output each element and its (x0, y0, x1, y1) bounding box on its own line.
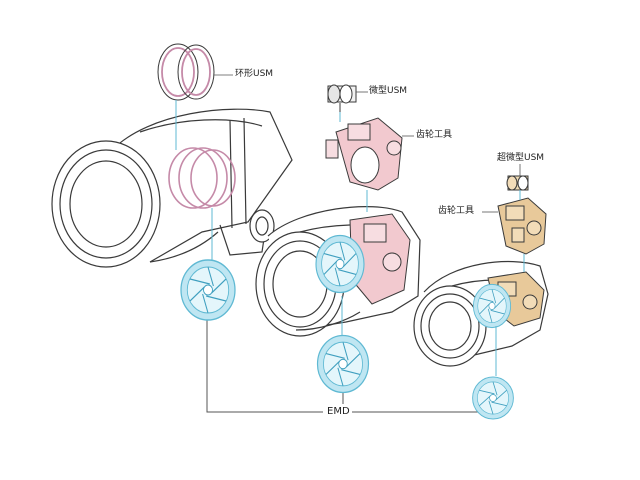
label-super-micro-usm: 超微型USM (497, 153, 545, 163)
super-micro-usm (506, 175, 529, 191)
ring-usm (157, 43, 215, 101)
micro-usm (327, 84, 357, 112)
emd-disk-2-mounted (315, 234, 365, 294)
ring-usm-mounted (168, 147, 236, 209)
emd-disk-3-mounted (472, 283, 512, 329)
emd-disk-1 (180, 259, 236, 321)
label-emd: EMD (327, 406, 350, 417)
gear-unit-1 (325, 117, 403, 191)
gear-unit-2 (497, 197, 547, 255)
emd-leader-left (206, 318, 323, 413)
emd-disk-3 (472, 376, 514, 420)
label-micro-usm: 微型USM (369, 86, 408, 96)
lens-1 (51, 108, 293, 268)
label-gear-unit-1: 齿轮工具 (416, 130, 453, 140)
label-gear-unit-2: 齿轮工具 (438, 206, 475, 216)
label-ring-usm: 环形USM (235, 69, 274, 79)
emd-disk-2 (316, 334, 370, 394)
